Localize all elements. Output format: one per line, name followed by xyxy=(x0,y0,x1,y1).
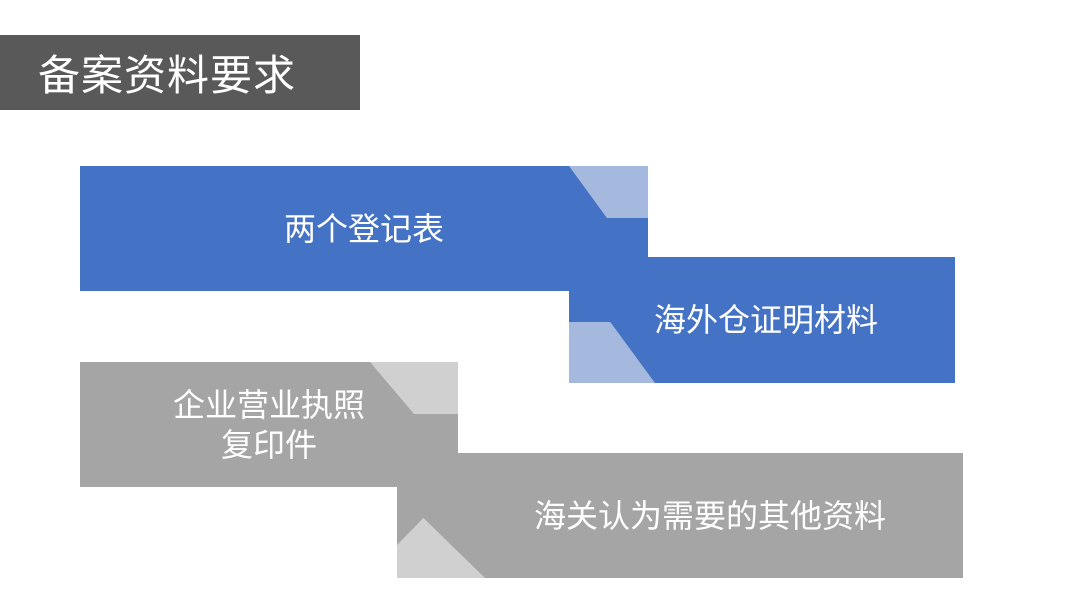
item-label: 两个登记表 xyxy=(283,209,444,248)
page-title: 备案资料要求 xyxy=(38,51,297,100)
title-bar: 备案资料要求 xyxy=(0,35,360,110)
item-block-registration-forms: 两个登记表 xyxy=(80,166,648,291)
item-block-business-license: 企业营业执照 复印件 xyxy=(80,362,458,487)
item-label: 海外仓证明材料 xyxy=(653,301,878,339)
item-label: 海关认为需要的其他资料 xyxy=(533,496,886,535)
item-label: 企业营业执照 复印件 xyxy=(172,385,365,464)
item-block-other-materials: 海关认为需要的其他资料 xyxy=(397,453,963,578)
